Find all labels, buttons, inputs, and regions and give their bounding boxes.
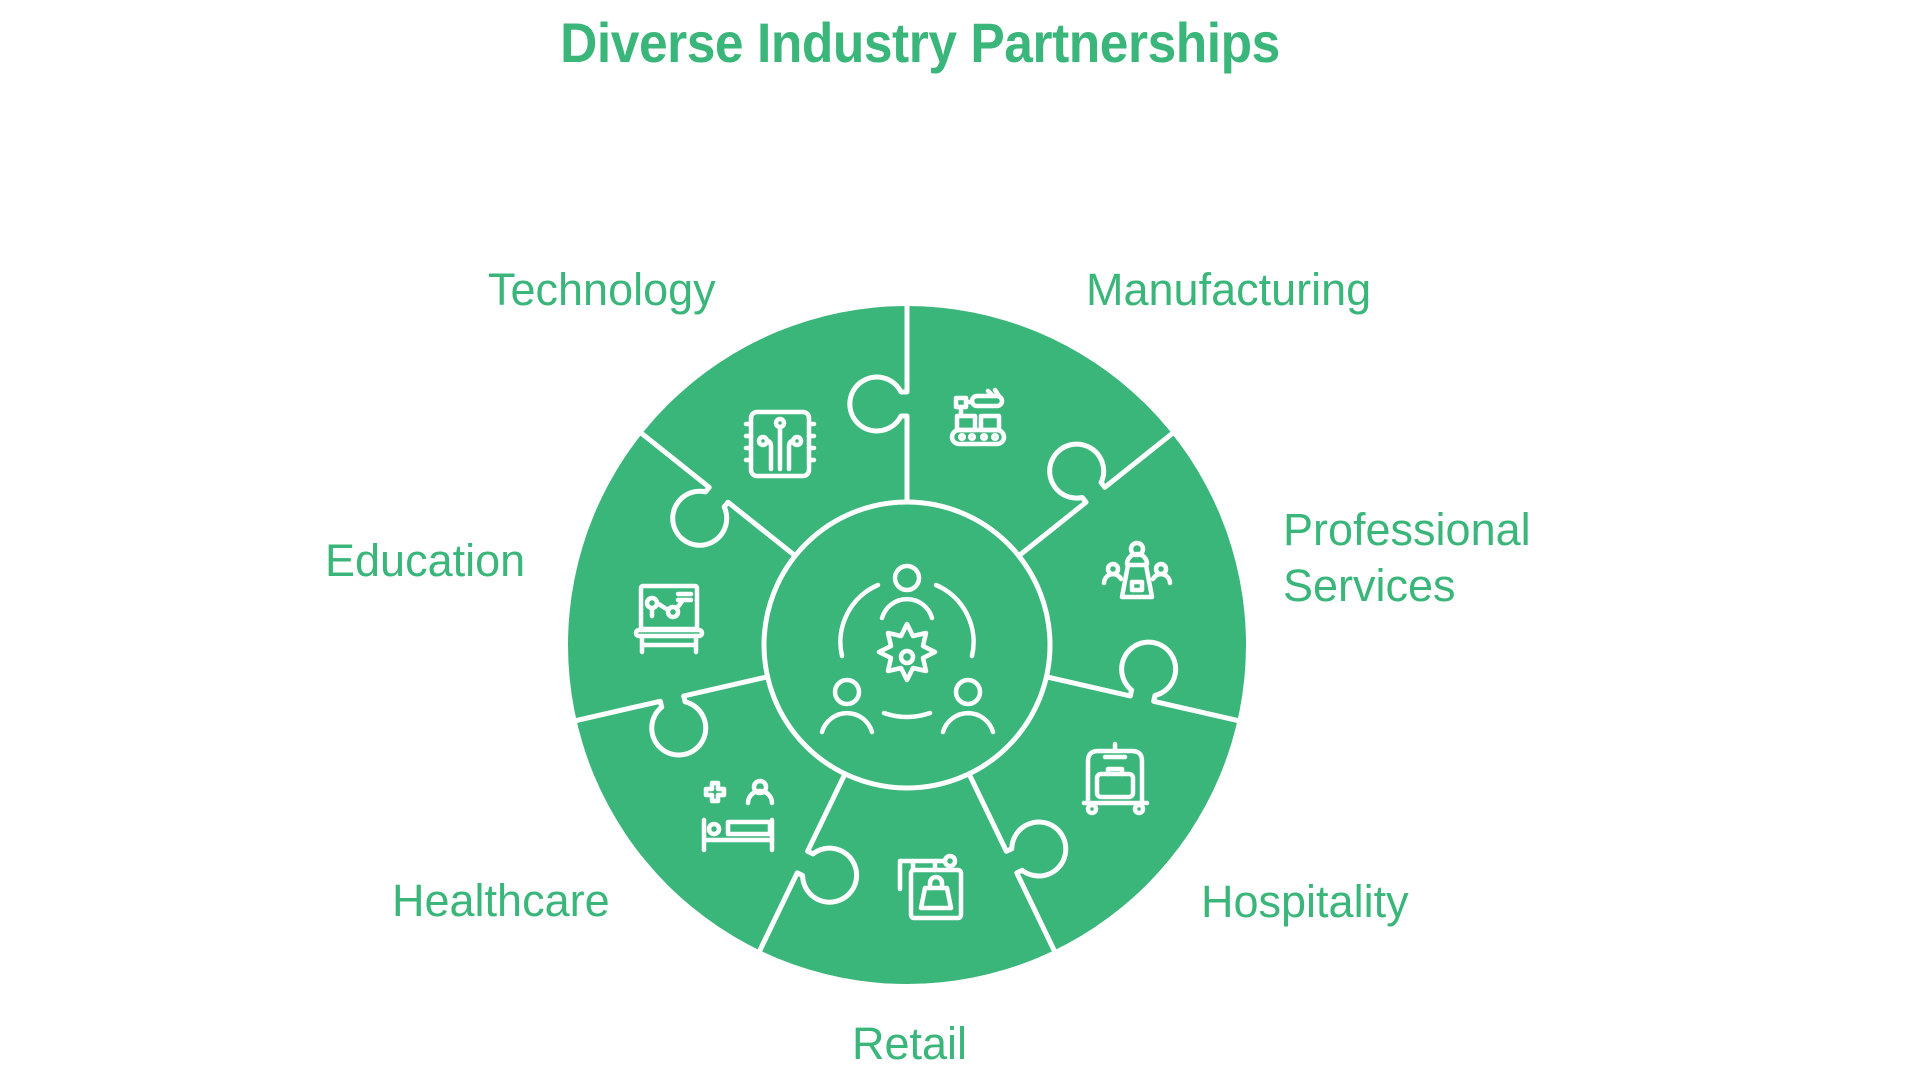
label-healthcare: Healthcare — [392, 875, 610, 926]
label-education: Education — [325, 535, 526, 586]
puzzle-seams — [572, 301, 1242, 955]
team-collaboration-gear-icon — [819, 563, 996, 735]
shop-sign-bag-icon — [897, 853, 964, 921]
puzzle-seam — [966, 771, 1069, 955]
diagram-title: Diverse Industry Partnerships — [560, 11, 1280, 74]
label-manufacturing: Manufacturing — [1086, 264, 1372, 315]
puzzle-seam — [1016, 429, 1177, 559]
label-hospitality: Hospitality — [1201, 876, 1409, 927]
center-hub — [761, 499, 1053, 791]
puzzle-seam — [1043, 639, 1242, 724]
luggage-cart-icon — [1081, 741, 1150, 816]
puzzle-seam — [637, 429, 798, 559]
hospital-bed-icon — [701, 778, 775, 853]
label-professional-line1: Professional — [1283, 504, 1531, 555]
puzzle-seam — [572, 674, 771, 758]
label-retail: Retail — [852, 1018, 968, 1069]
presentation-board-icon — [633, 583, 705, 655]
label-technology: Technology — [488, 264, 716, 315]
circuit-chip-icon — [743, 409, 817, 479]
conveyor-robot-arm-icon — [949, 387, 1007, 447]
puzzle-seam — [847, 301, 910, 505]
label-professional-services: Professional Services — [1283, 502, 1531, 614]
meeting-table-icon — [1101, 540, 1173, 600]
label-professional-line2: Services — [1283, 560, 1456, 611]
puzzle-seam — [756, 771, 860, 955]
